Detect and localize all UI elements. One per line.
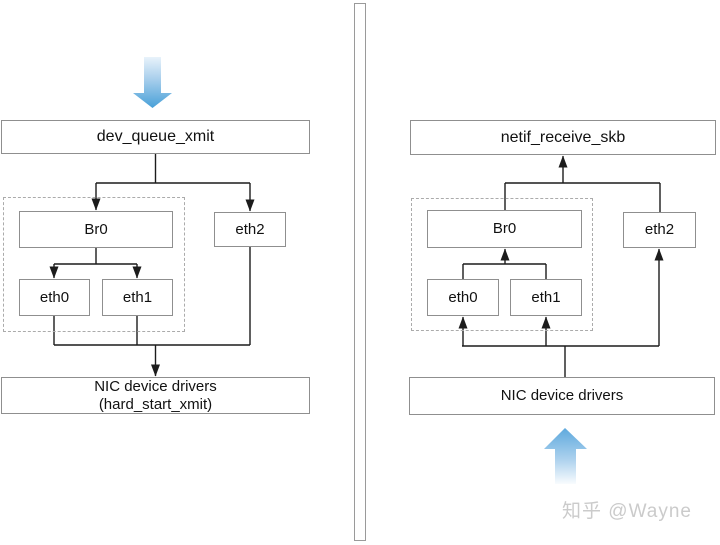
left-br0-label: Br0 bbox=[84, 220, 108, 238]
left-bridge-group-outline bbox=[3, 197, 185, 332]
right-netif-receive-skb-label: netif_receive_skb bbox=[500, 128, 626, 146]
right-eth2-box: eth2 bbox=[623, 212, 696, 248]
right-eth0-label: eth0 bbox=[448, 288, 478, 306]
left-eth1-label: eth1 bbox=[122, 288, 153, 306]
right-nic-drivers-line1: NIC device drivers bbox=[500, 387, 624, 404]
right-eth1-label: eth1 bbox=[531, 288, 561, 306]
left-nic-drivers-box: NIC device drivers (hard_start_xmit) bbox=[1, 377, 310, 414]
left-eth1-box: eth1 bbox=[102, 279, 173, 316]
left-nic-drivers-line1: NIC device drivers bbox=[94, 377, 217, 395]
right-br0-label: Br0 bbox=[492, 220, 517, 237]
right-netif-receive-skb-box: netif_receive_skb bbox=[410, 120, 716, 155]
right-rx-connectors bbox=[458, 155, 664, 377]
left-dev-queue-xmit-label: dev_queue_xmit bbox=[96, 128, 215, 145]
right-br0-box: Br0 bbox=[427, 210, 582, 248]
left-eth0-label: eth0 bbox=[39, 288, 70, 306]
right-eth2-label: eth2 bbox=[644, 221, 675, 238]
flow-up-arrow-icon bbox=[544, 428, 587, 484]
right-nic-drivers-box: NIC device drivers bbox=[409, 377, 715, 415]
left-eth2-label: eth2 bbox=[235, 220, 265, 238]
left-dev-queue-xmit-box: dev_queue_xmit bbox=[1, 120, 310, 154]
left-eth0-box: eth0 bbox=[19, 279, 90, 316]
right-eth0-box: eth0 bbox=[427, 279, 499, 316]
left-eth2-box: eth2 bbox=[214, 212, 286, 247]
watermark: 知乎 @Wayne bbox=[562, 501, 692, 522]
panel-divider bbox=[354, 3, 366, 541]
left-tx-connectors bbox=[49, 154, 255, 377]
right-eth1-box: eth1 bbox=[510, 279, 582, 316]
flow-down-arrow-icon bbox=[133, 57, 172, 108]
left-br0-box: Br0 bbox=[19, 211, 173, 248]
right-bridge-group-outline bbox=[411, 198, 593, 331]
left-nic-drivers-line2: (hard_start_xmit) bbox=[98, 395, 213, 413]
